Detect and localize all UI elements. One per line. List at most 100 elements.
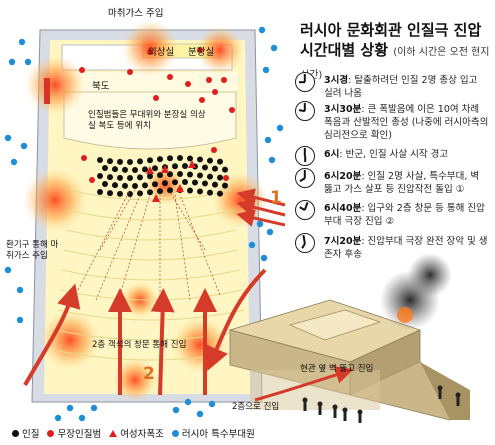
timeline-item: 6시20분: 인질 2명 사살, 특수부대, 벽 뚫고 가스 살포 등 진압작전… xyxy=(324,170,489,196)
special-forces-dot xyxy=(16,316,24,324)
special-forces-dot xyxy=(208,400,216,408)
special-forces-dot xyxy=(258,26,266,34)
hostage-dot xyxy=(107,190,113,197)
legend-bomber-label: 여성자폭조 xyxy=(120,429,164,440)
stage xyxy=(63,91,237,150)
bomber-triangle-icon xyxy=(109,429,118,437)
hostage-dot xyxy=(102,165,108,171)
label-room-a: 의상실 xyxy=(148,47,175,58)
title-line-1: 러시아 문화회관 인질극 진압 xyxy=(300,21,482,39)
special-forces-dot-icon xyxy=(171,429,179,437)
armed-group xyxy=(79,47,235,183)
timeline-time: 3시30분 xyxy=(324,104,362,115)
hostage-dot xyxy=(177,171,183,178)
timeline-text: : 탈출하려던 인질 2명 총상 입고 실려 나옴 xyxy=(324,75,478,99)
special-forces-dot xyxy=(248,241,256,249)
special-forces-dot xyxy=(276,124,284,132)
timeline-text: : 입구와 2층 창문 등 통해 진압부대 극장 진입 ② xyxy=(324,203,485,227)
legend-armed-label: 무장인질범 xyxy=(57,429,102,440)
fire xyxy=(397,307,413,323)
label-room-b: 분장실 xyxy=(188,47,215,58)
clock-icon xyxy=(295,101,315,121)
hostage-dot xyxy=(197,172,203,179)
timeline-time: 6시40분 xyxy=(324,203,362,214)
timeline-time: 6시 xyxy=(324,149,340,160)
gas-cloud xyxy=(113,358,157,402)
hostage-dot xyxy=(192,179,198,186)
special-forces-dot xyxy=(90,404,98,412)
special-forces-dot xyxy=(10,158,18,166)
special-forces-dot xyxy=(260,254,268,262)
special-forces-dot xyxy=(270,44,278,52)
hostage-dot xyxy=(202,180,208,187)
special-forces-dot xyxy=(54,414,62,422)
hostage-dot xyxy=(167,155,173,162)
hostage-dot xyxy=(207,173,213,180)
hostage-dot xyxy=(217,190,223,197)
hostage-dot xyxy=(127,174,133,181)
gas-cloud xyxy=(196,26,244,74)
special-forces-dot xyxy=(8,58,16,66)
dashed-lines xyxy=(77,189,221,301)
timeline-item: 6시: 반군, 인질 사살 시작 경고 xyxy=(324,148,489,161)
hostage-dot xyxy=(172,179,178,186)
hostage-dot xyxy=(172,163,178,170)
hostage-dot xyxy=(107,174,113,181)
building-arrow xyxy=(254,366,354,402)
timeline-item: 7시20분: 진압부대 극장 완전 장악 및 생존자 후송 xyxy=(324,235,489,261)
special-forces-dot xyxy=(184,398,192,406)
hostage-dot xyxy=(132,182,138,189)
timeline-item: 3시30분: 큰 폭발음에 이은 10여 차례 폭음과 산발적인 총성 (나중에… xyxy=(324,103,489,142)
hostage-dot xyxy=(137,190,143,197)
hostage-dot xyxy=(187,187,193,194)
title-line-2-text: 시간대별 상황 xyxy=(300,41,389,59)
timeline-time: 7시20분 xyxy=(324,236,362,247)
hostage-dot xyxy=(142,182,148,189)
hostage-dot xyxy=(132,166,138,173)
hostage-dot xyxy=(127,158,133,165)
clock-icon xyxy=(295,146,315,166)
bomber-group xyxy=(146,160,196,202)
hostage-dot xyxy=(222,166,228,173)
hostage-dot xyxy=(117,158,123,165)
hostage-dot xyxy=(202,164,208,171)
hostage-dot xyxy=(207,157,213,164)
hostage-dot xyxy=(182,179,188,186)
hostage-dot xyxy=(222,182,228,189)
gas-cloud xyxy=(25,55,85,115)
hostage-dot xyxy=(137,158,143,165)
hostage-dot xyxy=(107,158,113,165)
timeline-item: 6시40분: 입구와 2층 창문 등 통해 진압부대 극장 진입 ② xyxy=(324,202,489,228)
hostage-dot xyxy=(152,181,158,188)
special-forces-dot xyxy=(264,136,272,144)
hostage-note: 인질범들은 무대위와 분장실 의상실 복도 등에 위치 xyxy=(88,110,206,131)
hostage-dot xyxy=(217,158,223,165)
clock-icon xyxy=(295,168,315,188)
right-arrows xyxy=(236,188,286,227)
label-entry-front: 현관 옆 벽 뚫고 진입 xyxy=(300,364,374,374)
hostage-dot xyxy=(177,155,183,162)
clock-icon xyxy=(295,200,315,220)
special-forces-dot xyxy=(78,414,86,422)
timeline-text: : 반군, 인질 사살 시작 경고 xyxy=(339,149,449,160)
hostage-dot xyxy=(147,189,153,196)
hostage-dot xyxy=(157,172,163,179)
special-forces-dot xyxy=(256,220,264,228)
legend-hostage: 인질 xyxy=(12,426,39,440)
hostage-dot xyxy=(147,173,153,180)
label-num-1: 1 xyxy=(270,188,282,208)
special-forces-dot xyxy=(20,142,28,150)
hostage-dot xyxy=(97,157,103,163)
timeline-text: : 인질 2명 사살, 특수부대, 벽 뚫고 가스 살포 등 진압작전 돌입 ① xyxy=(324,171,480,195)
people-silhouettes xyxy=(302,385,461,423)
armed-dot-icon xyxy=(47,429,55,437)
special-forces-dot xyxy=(4,134,12,142)
clock-icon xyxy=(295,72,315,92)
hostage-dot xyxy=(197,188,203,195)
hostage-dot-icon xyxy=(12,429,19,437)
special-forces-dot xyxy=(268,156,276,164)
special-forces-dot xyxy=(196,410,204,418)
entry-arrows xyxy=(23,268,267,396)
hostage-dot xyxy=(217,174,223,181)
hostage-dot xyxy=(142,166,148,173)
